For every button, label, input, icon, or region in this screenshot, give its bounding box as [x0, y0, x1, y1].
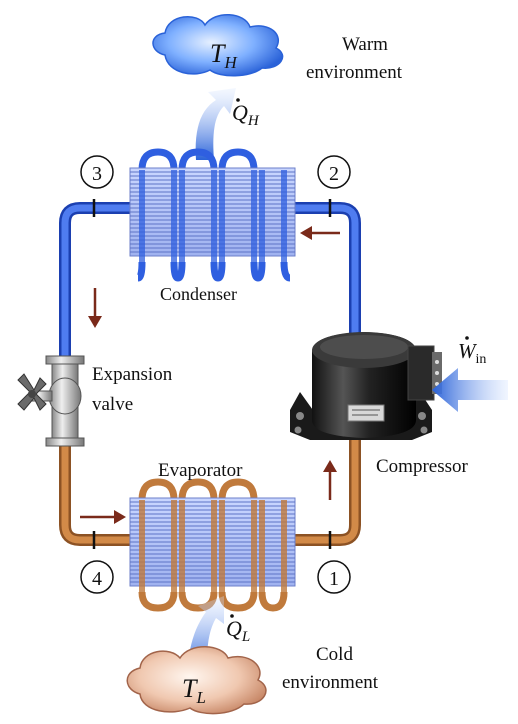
work-input-arrow [432, 368, 508, 412]
heat-in-dot [230, 614, 234, 618]
warm-environment-label-line1: Warm [342, 34, 388, 55]
svg-text:3: 3 [92, 163, 102, 185]
suction-line-pipe [289, 424, 361, 546]
cold-environment-cloud [126, 646, 267, 715]
work-in-symbol: Win [458, 339, 486, 367]
condenser-coil [129, 148, 296, 282]
heat-rejection-arrow [195, 88, 236, 160]
heat-in-symbol: QL [226, 616, 250, 645]
warm-environment-label-line2: environment [306, 62, 403, 83]
cold-environment-label-line2: environment [282, 672, 379, 693]
expansion-valve-label-line1: Expansion [92, 364, 173, 385]
discharge-line-pipe [289, 202, 361, 351]
svg-text:1: 1 [329, 568, 339, 590]
state-marker-2: 2 [317, 155, 351, 189]
evaporator-label: Evaporator [158, 460, 243, 481]
cold-reservoir-symbol: TL [182, 674, 206, 707]
liquid-line-pipe [59, 202, 136, 366]
evaporator-coil [129, 478, 296, 612]
compressor-unit [290, 332, 442, 440]
pipe-joints [92, 199, 332, 549]
cold-environment-label-line1: Cold [316, 644, 353, 665]
expansion-valve-label-line2: valve [92, 394, 133, 415]
state-marker-4: 4 [80, 560, 114, 594]
condenser-label: Condenser [160, 284, 237, 304]
heat-out-dot [236, 98, 240, 102]
state-marker-1: 1 [317, 560, 351, 594]
two-phase-line-pipe [59, 434, 136, 546]
expansion-valve [29, 355, 85, 447]
state-marker-3: 3 [80, 155, 114, 189]
compressor-label: Compressor [376, 456, 469, 477]
svg-text:4: 4 [92, 568, 102, 590]
flow-arrows [80, 226, 340, 524]
svg-text:2: 2 [329, 163, 339, 185]
warm-environment-cloud [152, 14, 284, 77]
work-in-dot [465, 336, 469, 340]
valve-handle-icon [17, 373, 47, 411]
hot-reservoir-symbol: TH [210, 39, 238, 72]
heat-out-symbol: QH [232, 100, 260, 129]
